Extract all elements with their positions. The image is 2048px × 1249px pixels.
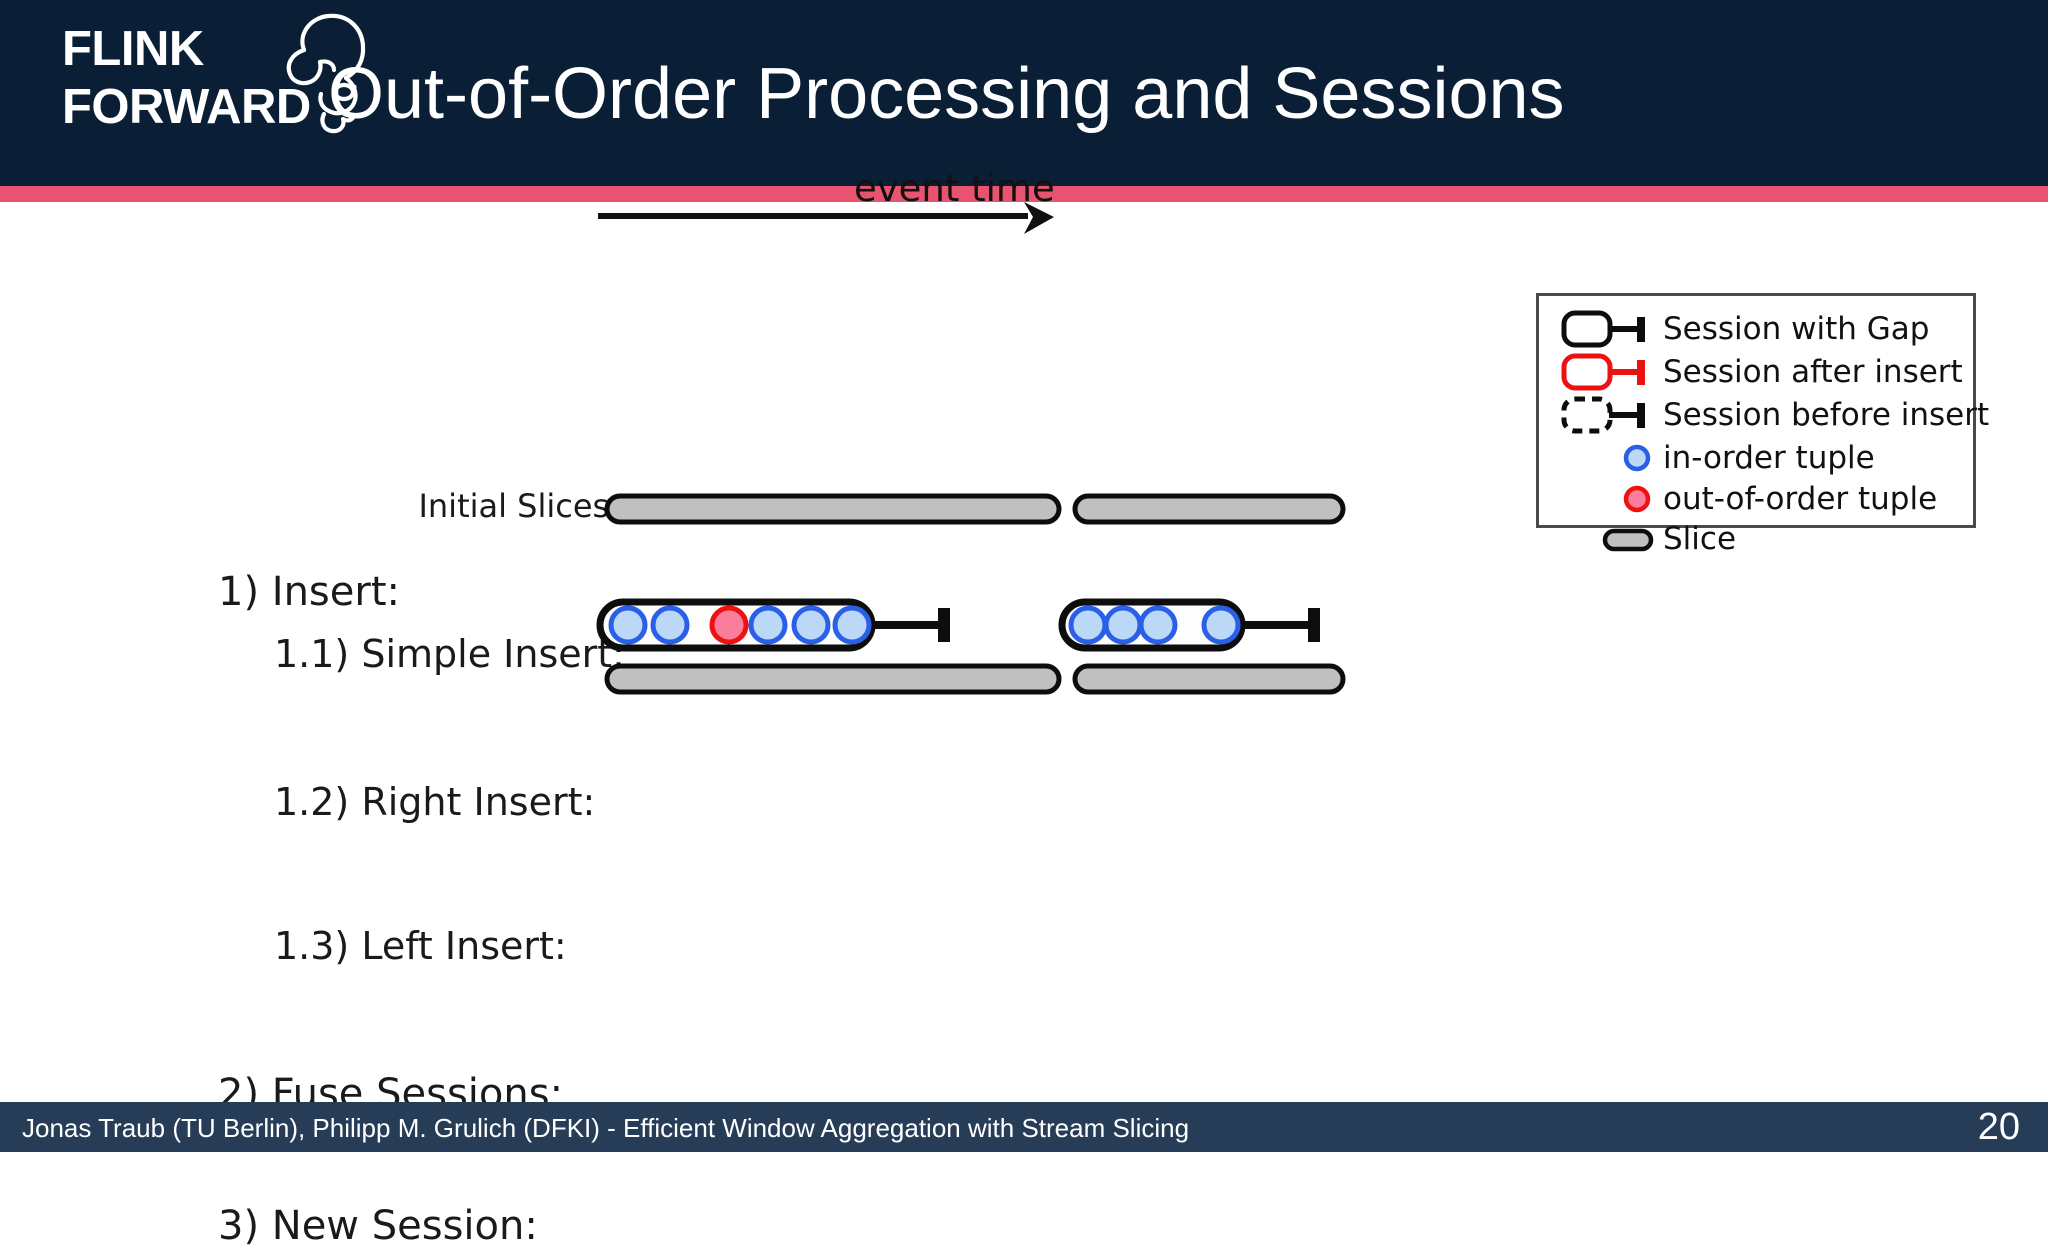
legend-label: out-of-order tuple [1663,481,1938,517]
legend-label: Slice [1663,521,1737,557]
initial-slices-row [604,492,1364,526]
step-label-1-3: 1.3) Left Insert: [274,924,567,968]
legend-item-session-after-insert: Session after insert [1561,349,1963,395]
in-order-tuple-icon [1561,442,1653,474]
tuple-in-order [832,605,872,645]
step-label-1: 1) Insert: [218,569,400,615]
legend-item-slice: Slice [1561,516,1736,562]
logo-wordmark: FLINK FORWARD [62,22,311,134]
tuple-in-order [1138,605,1178,645]
session-before-insert-icon [1561,395,1653,435]
slice-icon [1561,523,1654,555]
legend-item-out-of-order-tuple: out-of-order tuple [1561,476,1937,522]
page-number: 20 [1977,1106,2020,1148]
legend-item-session-with-gap: Session with Gap [1561,306,1929,352]
step-label-1-2: 1.2) Right Insert: [274,780,596,824]
legend-label: Session after insert [1663,354,1963,390]
legend-panel: Session with Gap Session after insert Se… [1536,293,1989,557]
slice-shape [604,493,1346,525]
legend-item-session-before-insert: Session before insert [1561,392,1989,438]
event-time-axis-arrow [596,202,1056,238]
session-left [596,598,950,652]
session-gap-icon [1561,309,1653,349]
legend-label: in-order tuple [1663,440,1875,476]
tuple-in-order [1103,605,1143,645]
out-of-order-tuple-icon [1561,483,1653,515]
footer-attribution: Jonas Traub (TU Berlin), Philipp M. Grul… [22,1113,1190,1143]
sessions-row [596,594,1376,656]
flink-squirrel-icon [258,8,378,136]
slide-header [0,0,2048,186]
row-label-initial-slices: Initial Slices: [418,487,620,525]
slide-footer [0,1102,2048,1152]
tuple-out-of-order [709,605,749,645]
flink-forward-logo: FLINK FORWARD [62,13,366,144]
legend-label: Session with Gap [1663,311,1930,347]
slices-row-after-insert [604,662,1364,696]
step-label-1-1: 1.1) Simple Insert: [274,632,625,676]
tuple-in-order [1201,605,1241,645]
event-time-label: event time [854,167,1055,210]
session-right [1058,598,1320,652]
tuple-in-order [650,605,690,645]
step-label-3: 3) New Session: [218,1203,538,1249]
header-accent-bar [0,186,2048,202]
tuple-in-order [791,605,831,645]
legend-label: Session before insert [1663,397,1990,433]
legend-item-in-order-tuple: in-order tuple [1561,435,1875,481]
tuple-in-order [748,605,788,645]
page-title: Out-of-Order Processing and Sessions [328,54,1565,134]
session-after-insert-icon [1561,352,1653,392]
tuple-in-order [608,605,648,645]
tuple-in-order [1068,605,1108,645]
